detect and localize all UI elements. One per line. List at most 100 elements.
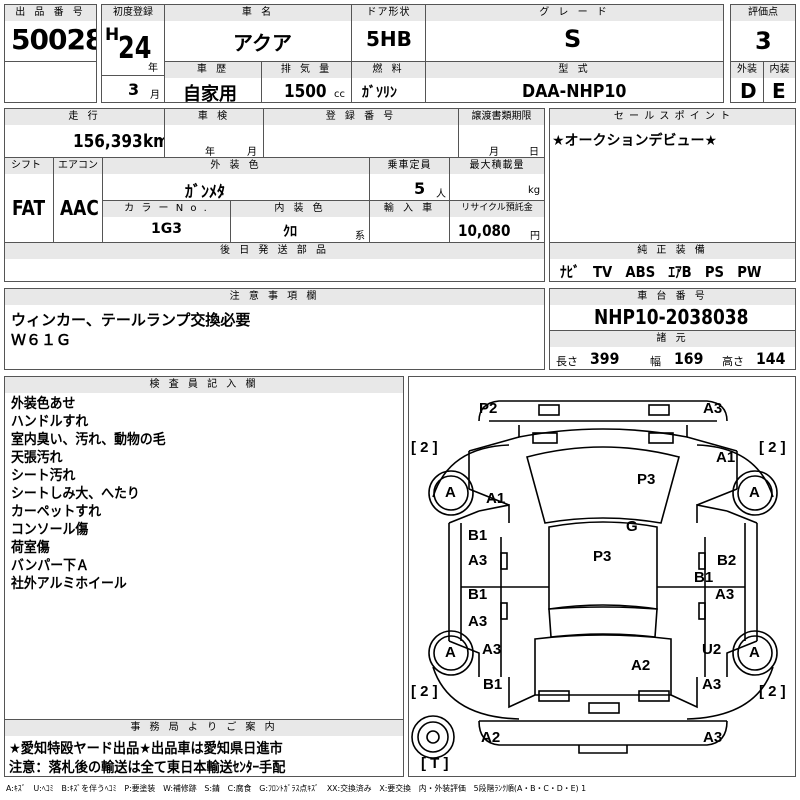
max-load-cell: 最大積載量 kg [449,157,545,201]
inspector-note: 外装色あせ [11,396,76,412]
color-number: 1G3 [151,221,182,237]
transfer-deadline-header: 譲渡書類期限 [459,109,544,125]
exterior-grade-cell: 外装 D [730,61,764,103]
exterior-color: ｶﾞﾝﾒﾀ [185,182,226,201]
capacity: 5 [414,179,426,198]
recycle-fee: 10,080 [458,221,511,240]
damage-mark: P2 [479,400,498,417]
inspector-note: カーペットすれ [11,504,102,520]
equipment-header: 純 正 装 備 [550,243,795,259]
inspector-note: 天張汚れ [11,450,63,466]
damage-mark: A3 [482,641,502,658]
inspector-notes-header: 検 査 員 記 入 欄 [5,377,403,393]
displacement-unit: cc [334,89,345,100]
damage-mark: A2 [481,729,501,746]
wheel-damage-mark: A [749,644,760,661]
specs-header: 諸 元 [550,331,795,347]
damage-mark: B1 [468,586,488,603]
history-header: 車 歴 [165,62,261,78]
color-number-header: カ ラ ー N o . [103,201,230,217]
interior-color-unit: 系 [355,231,365,242]
width-label: 幅 [650,355,661,368]
office-notes-header: 事 務 局 よ り ご 案 内 [5,720,403,736]
length-label: 長さ [556,355,578,368]
score: 3 [755,27,772,55]
legend: A:ｷｽﾞ U:ﾍｺﾐ B:ｷｽﾞを伴うﾍｺﾐ P:要塗装 W:補修跡 S:錆 … [6,784,587,793]
history: 自家用 [183,84,237,103]
length: 399 [590,349,620,368]
chassis-header: 車 台 番 号 [550,289,795,305]
notes-cell: 注 意 事 項 欄 ウィンカー、テールランプ交換必要 Ｗ６１Ｇ [4,288,545,370]
interior-grade-cell: 内装 E [763,61,796,103]
equipment-cell: 純 正 装 備 ﾅﾋﾞ TV ABS ｴｱB PS PW [549,242,796,282]
inspector-note: バンパー下Ａ [11,558,89,574]
door-header: ドア形状 [352,5,425,21]
interior-grade: E [772,79,786,103]
tire-label-front-right: [ 2 ] [759,439,786,456]
mileage-header: 走 行 [5,109,164,125]
lot-number: 50028 [11,23,97,56]
damage-mark: A3 [468,552,488,569]
height: 144 [756,349,786,368]
later-parts-cell: 後 日 発 送 部 品 [4,242,545,282]
score-header: 評価点 [731,5,795,21]
registration-month: 3 [128,80,140,99]
car-name: アクア [233,31,292,55]
shift-cell: シフト FAT [4,157,54,243]
office-note-1: ★愛知特殴ヤード出品★出品車は愛知県日進市 [9,741,283,757]
office-notes-cell: 事 務 局 よ り ご 案 内 ★愛知特殴ヤード出品★出品車は愛知県日進市 注意… [4,719,404,777]
wheel-damage-mark: A [445,484,456,501]
interior-header: 内装 [764,62,795,78]
sales-point-cell: セ ー ル ス ポ イ ン ト ★オークションデビュー★ [549,108,796,243]
damage-mark: A2 [631,657,651,674]
fuel-cell: 燃 料 ｶﾞｿﾘﾝ [351,61,426,103]
lot-number-header: 出 品 番 号 [5,5,96,21]
lot-number-cell: 出 品 番 号 50028 [4,4,97,62]
car-name-header: 車 名 [165,5,351,21]
inspector-note: コンソール傷 [11,522,89,538]
wheel-damage-mark: A [445,644,456,661]
damage-mark: A3 [702,676,722,693]
first-registration-header: 初度登録 [102,5,164,21]
capacity-header: 乗車定員 [370,158,449,174]
damage-mark: B1 [468,527,488,544]
inspector-note: 社外アルミホイール [11,576,127,592]
damage-mark: U2 [702,641,722,658]
history-cell: 車 歴 自家用 [164,61,262,103]
exterior-color-cell: 外 装 色 ｶﾞﾝﾒﾀ [102,157,370,201]
aircon-header: エアコン [54,158,102,174]
import-cell: 輸 入 車 [369,200,450,243]
first-registration-cell: 初度登録 H 24 年 [101,4,165,76]
interior-color-cell: 内 装 色 ｸﾛ 系 [230,200,370,243]
inspector-note: 室内臭い、汚れ、動物の毛 [11,432,166,448]
interior-color-header: 内 装 色 [231,201,369,217]
displacement: 1500 [284,81,327,102]
import-header: 輸 入 車 [370,201,449,217]
damage-mark: A3 [468,613,488,630]
transfer-month-unit: 月 [489,147,499,158]
displacement-cell: 排 気 量 1500 cc [261,61,352,103]
note-line-2: Ｗ６１Ｇ [11,331,72,349]
damage-mark: A1 [716,449,736,466]
transfer-day-unit: 日 [529,147,539,158]
inspection-header: 車 検 [165,109,263,125]
displacement-header: 排 気 量 [262,62,351,78]
chassis-number: NHP10-2038038 [594,305,749,329]
aircon: AAC [60,196,99,220]
damage-mark: A1 [486,490,506,507]
recycle-unit: 円 [530,231,540,242]
tire-label-front-left: [ 2 ] [411,439,438,456]
sales-point: ★オークションデビュー★ [552,133,718,149]
exterior-grade: D [740,79,757,103]
color-number-cell: カ ラ ー N o . 1G3 [102,200,231,243]
damage-mark: B1 [483,676,503,693]
fuel: ｶﾞｿﾘﾝ [362,85,397,101]
tire-label-rear-left: [ 2 ] [411,683,438,700]
chassis-cell: 車 台 番 号 NHP10-2038038 [549,288,796,331]
specs-cell: 諸 元 長さ 399 幅 169 高さ 144 [549,330,796,370]
mileage-cell: 走 行 156,393 km [4,108,165,158]
inspector-note: シート汚れ [11,468,76,484]
car-name-cell: 車 名 アクア [164,4,352,62]
damage-diagram: A A A A [ 2 ] [ 2 ] [ 2 ] [ 2 ] [ T ] P2… [408,376,796,777]
inspection-month-unit: 月 [247,147,257,158]
